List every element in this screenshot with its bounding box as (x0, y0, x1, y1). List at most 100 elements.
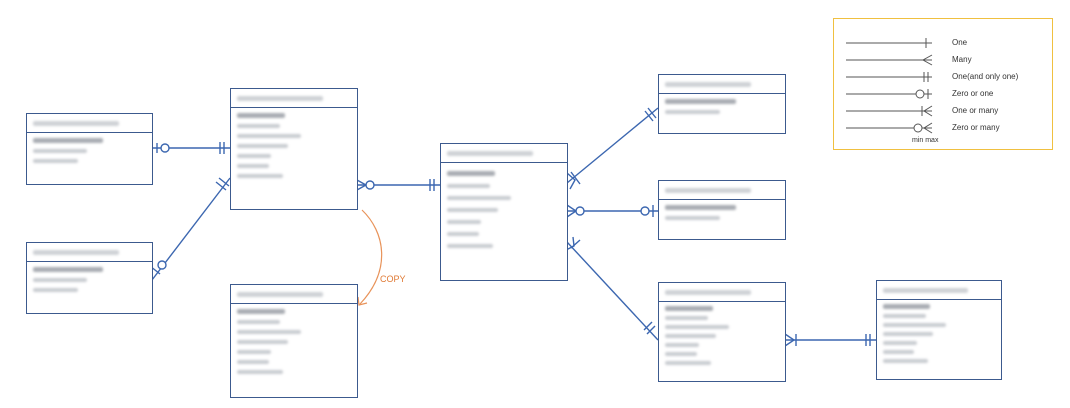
crow-one-mark (647, 326, 655, 334)
table-title (237, 291, 324, 297)
table-entity-2[interactable] (26, 242, 153, 314)
field-row (237, 340, 289, 344)
field-row (447, 244, 493, 248)
table-header (27, 243, 152, 262)
table-body (231, 304, 357, 374)
legend-min-max: min max (912, 137, 939, 144)
table-body (441, 163, 567, 248)
field-row (665, 306, 713, 311)
field-row (883, 304, 931, 309)
field-row (33, 138, 104, 143)
table-entity-6[interactable] (658, 74, 786, 134)
table-header (231, 89, 357, 108)
field-row (883, 359, 928, 363)
field-row (665, 343, 700, 347)
field-row (447, 232, 479, 236)
crow-one-mark (644, 322, 652, 330)
field-row (665, 316, 709, 320)
table-title (447, 150, 534, 156)
field-row (237, 144, 289, 148)
field-row (447, 196, 511, 200)
table-title (665, 81, 752, 87)
legend-label-many: Many (952, 55, 972, 64)
table-title (33, 120, 119, 126)
field-row (883, 341, 917, 345)
field-row (883, 350, 915, 354)
field-row (237, 370, 283, 374)
table-body (231, 108, 357, 178)
crow-one-mark (219, 178, 229, 186)
many-mark-icon (923, 122, 933, 134)
table-entity-5[interactable] (440, 143, 568, 281)
field-row (237, 154, 272, 158)
crow-one-mark (571, 172, 580, 184)
field-row (665, 110, 720, 114)
table-entity-9[interactable] (876, 280, 1002, 380)
table-title (883, 287, 968, 293)
field-row (33, 149, 88, 153)
field-row (665, 216, 720, 220)
crow-one-mark (645, 111, 653, 121)
field-row (33, 278, 88, 282)
crow-zero-mark (366, 181, 374, 189)
legend-label-one-many: One or many (952, 106, 999, 115)
crow-many-mark (785, 334, 794, 346)
field-row (883, 323, 946, 327)
rel-line-t5-t8 (567, 242, 658, 340)
copy-arrow (358, 210, 382, 305)
table-header (659, 181, 785, 200)
copy-annotation: COPY (380, 274, 406, 284)
field-row (447, 220, 482, 224)
many-mark-icon (923, 105, 933, 117)
legend-symbols (846, 38, 933, 134)
legend-label-one: One (952, 38, 968, 47)
table-entity-7[interactable] (658, 180, 786, 240)
field-row (237, 164, 269, 168)
crow-one-mark (648, 108, 656, 118)
field-row (883, 332, 934, 336)
table-body (659, 94, 785, 114)
field-row (33, 267, 104, 272)
field-row (237, 124, 281, 128)
field-row (447, 171, 495, 176)
table-header (441, 144, 567, 163)
field-row (665, 361, 711, 365)
field-row (237, 330, 301, 334)
field-row (665, 352, 697, 356)
field-row (237, 113, 285, 118)
table-header (877, 281, 1001, 300)
table-body (27, 133, 152, 163)
field-row (237, 320, 281, 324)
table-entity-1[interactable] (26, 113, 153, 185)
crow-zero-mark (576, 207, 584, 215)
crow-one-mark (571, 240, 580, 248)
table-header (659, 283, 785, 302)
crow-zero-mark (641, 207, 649, 215)
table-entity-8[interactable] (658, 282, 786, 382)
field-row (883, 314, 926, 318)
field-row (237, 360, 269, 364)
field-row (447, 208, 499, 212)
table-entity-3[interactable] (230, 88, 358, 210)
crow-one-mark (216, 182, 226, 190)
field-row (447, 184, 491, 188)
zero-mark-icon (915, 89, 925, 99)
table-header (27, 114, 152, 133)
crow-zero-mark (161, 144, 169, 152)
field-row (665, 205, 736, 210)
table-entity-4[interactable] (230, 284, 358, 398)
table-title (33, 249, 119, 255)
field-row (237, 174, 283, 178)
field-row (237, 134, 301, 138)
zero-mark-icon (913, 123, 923, 133)
legend-label-one-only: One(and only one) (952, 72, 1019, 81)
table-body (27, 262, 152, 292)
notation-legend: One Many One(and only one) Zero or one O… (833, 18, 1053, 150)
table-body (659, 200, 785, 220)
crow-many-mark (567, 173, 575, 189)
legend-label-zero-many: Zero or many (952, 123, 1000, 132)
field-row (665, 325, 729, 329)
table-header (659, 75, 785, 94)
table-title (237, 95, 324, 101)
